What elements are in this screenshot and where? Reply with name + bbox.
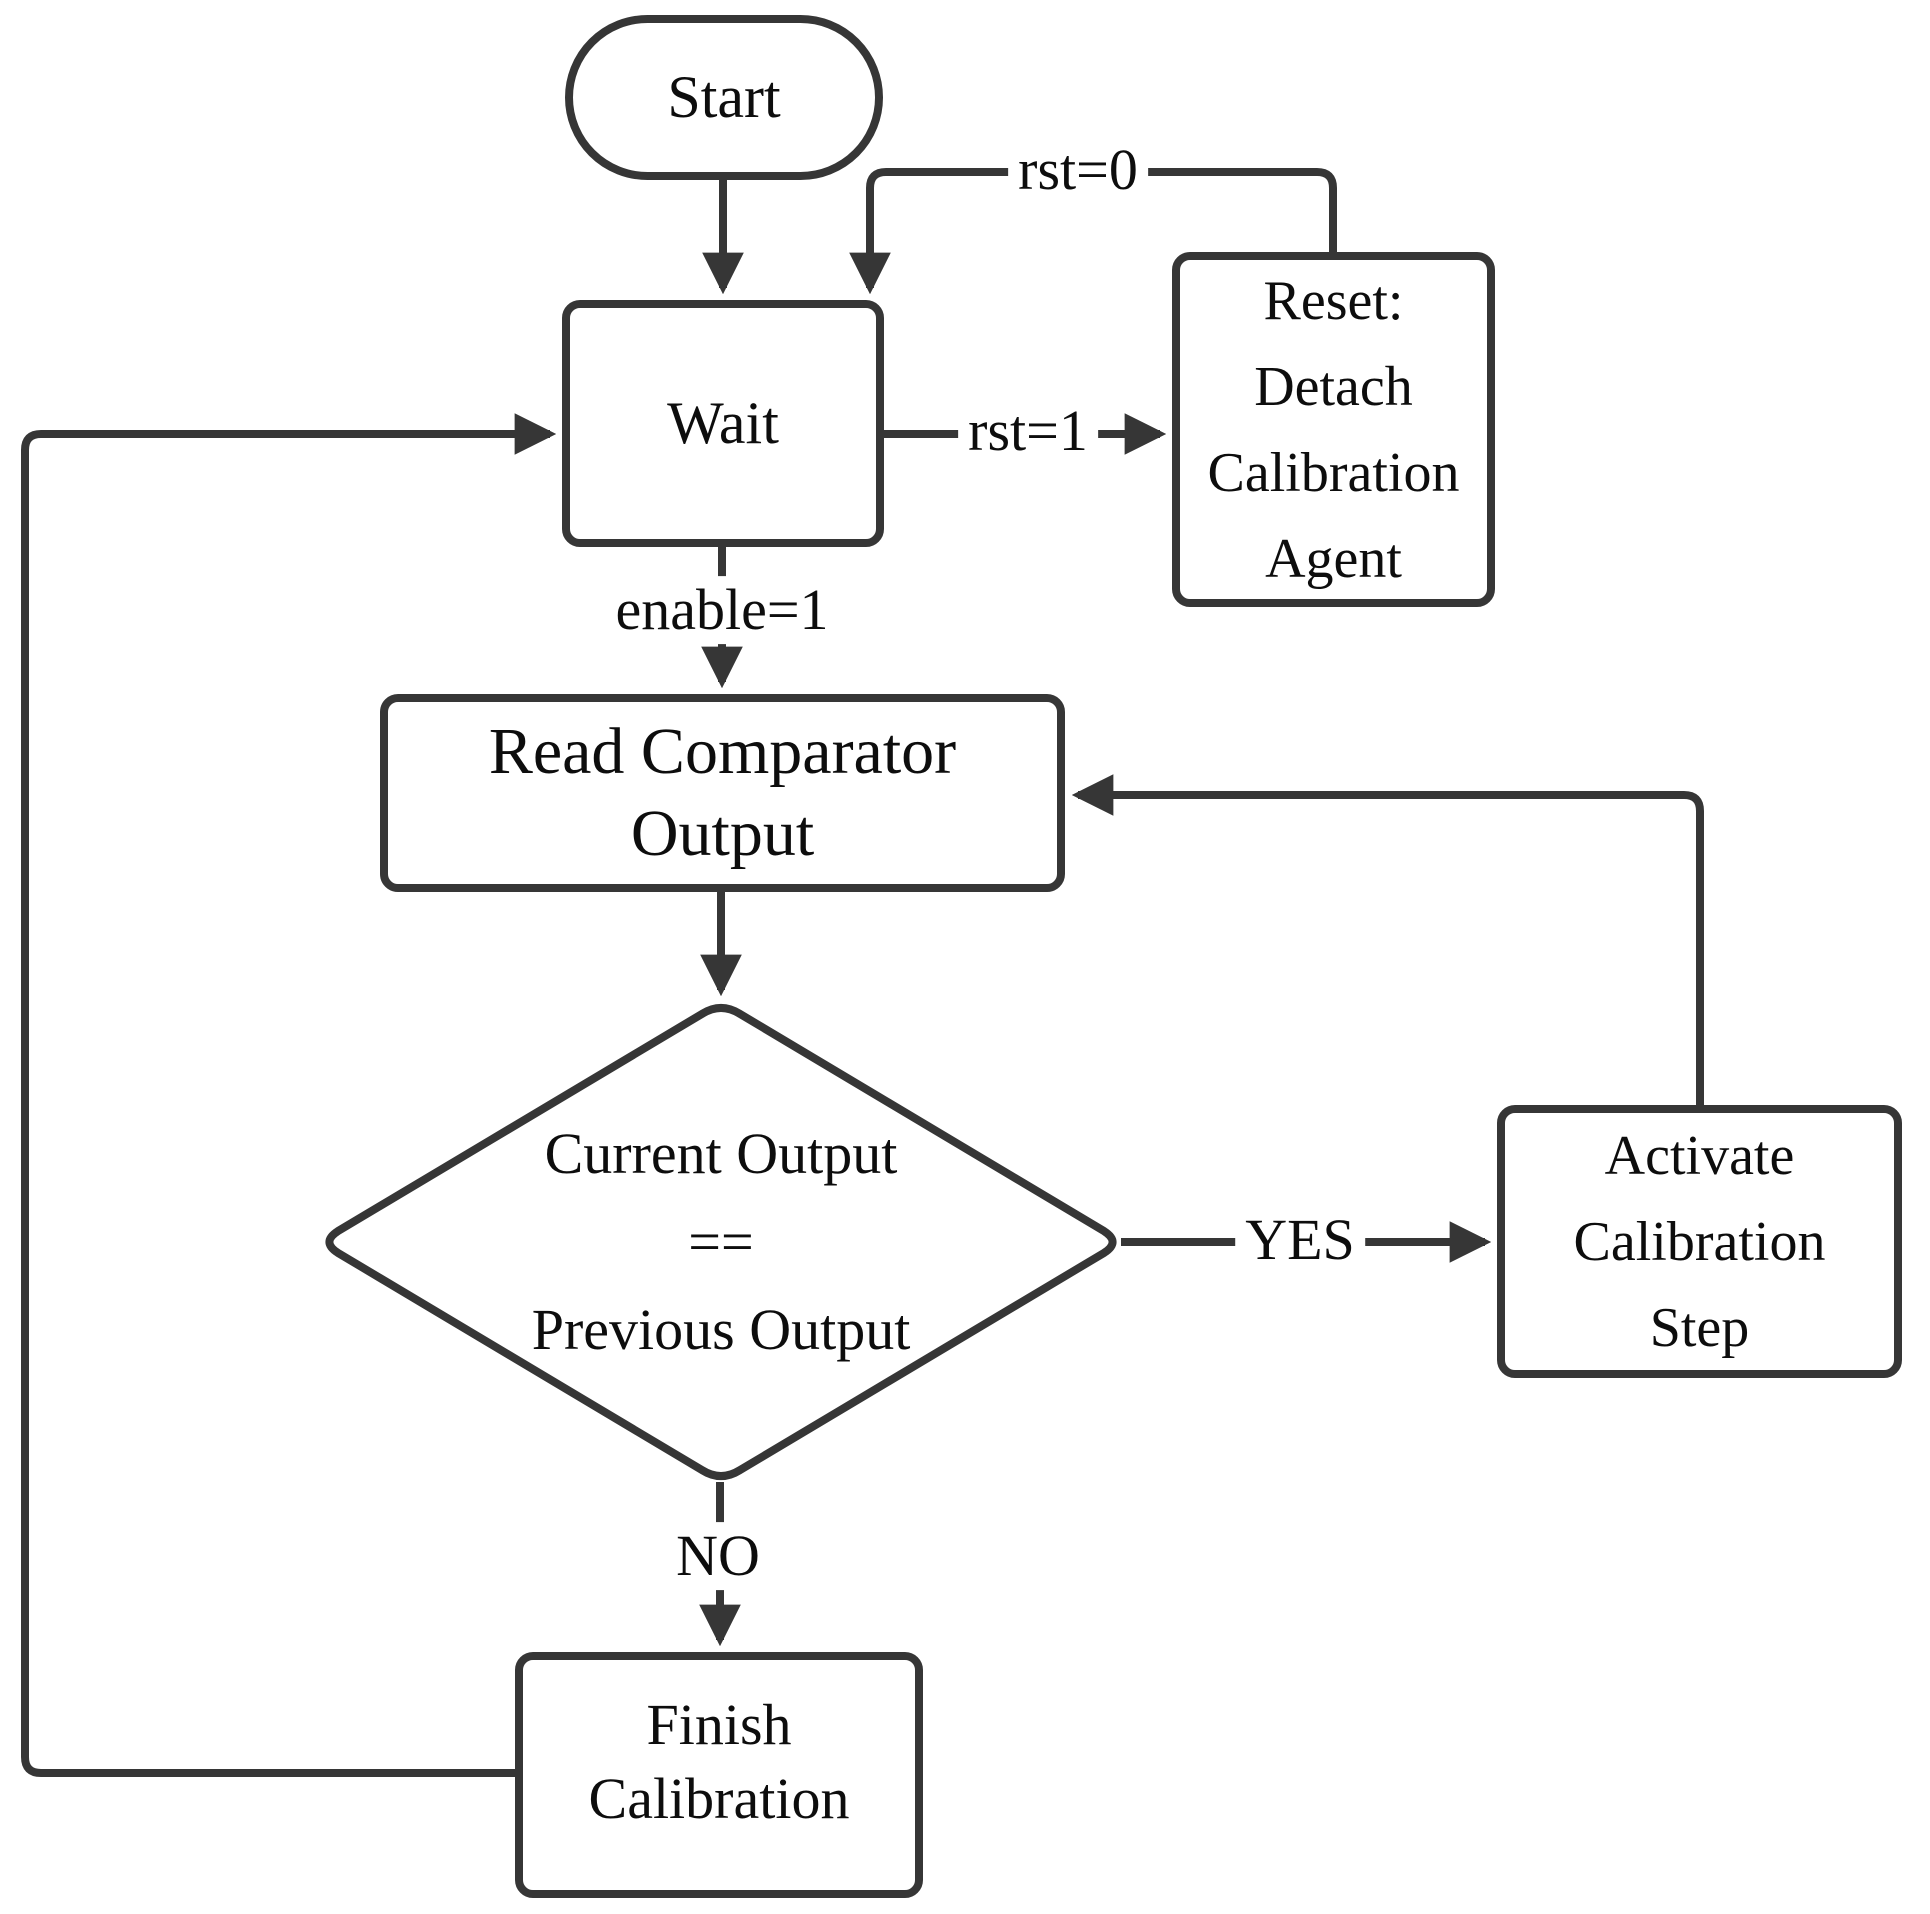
node-start-label: Start bbox=[667, 64, 781, 130]
edge-label-enable: enable=1 bbox=[605, 576, 839, 644]
node-activate-label-line: Calibration bbox=[1573, 1210, 1826, 1273]
node-decision-label-line: == bbox=[688, 1209, 754, 1274]
node-activate-label-line: Activate bbox=[1604, 1124, 1795, 1187]
node-start: Start bbox=[565, 15, 883, 180]
node-activate-label-line: Step bbox=[1649, 1296, 1750, 1359]
edge-label-yes: YES bbox=[1235, 1206, 1365, 1274]
node-reset-detach-calibration-agent: Reset: Detach Calibration Agent bbox=[1172, 252, 1495, 607]
node-wait-label: Wait bbox=[667, 390, 779, 456]
node-activate-calibration-step: Activate Calibration Step bbox=[1497, 1105, 1902, 1378]
node-finish-label-line: Finish bbox=[646, 1692, 792, 1757]
node-read-label-line: Output bbox=[630, 797, 815, 870]
node-decision-label-line: Previous Output bbox=[531, 1297, 911, 1362]
node-finish-label-line: Calibration bbox=[588, 1766, 850, 1831]
edge-label-rst1: rst=1 bbox=[958, 397, 1098, 465]
edge-label-rst0: rst=0 bbox=[1008, 136, 1148, 204]
node-reset-label-line: Reset: bbox=[1263, 269, 1404, 332]
node-decision-current-vs-previous: Current Output == Previous Output bbox=[321, 1002, 1121, 1482]
edge-activate-to-read-feedback bbox=[1071, 774, 1704, 1105]
node-reset-label-line: Detach bbox=[1254, 355, 1413, 418]
edge-label-no: NO bbox=[666, 1522, 770, 1590]
decision-diamond bbox=[325, 1003, 1117, 1481]
node-reset-label-line: Calibration bbox=[1207, 441, 1460, 504]
node-read-comparator-output: Read Comparator Output bbox=[380, 694, 1065, 892]
node-reset-label-line: Agent bbox=[1265, 527, 1402, 590]
node-read-label-line: Read Comparator bbox=[488, 715, 957, 788]
node-finish-calibration: Finish Calibration bbox=[515, 1652, 923, 1898]
edge-finish-to-wait-return bbox=[21, 413, 557, 1777]
node-wait: Wait bbox=[562, 300, 884, 547]
node-decision-label-line: Current Output bbox=[544, 1121, 898, 1186]
